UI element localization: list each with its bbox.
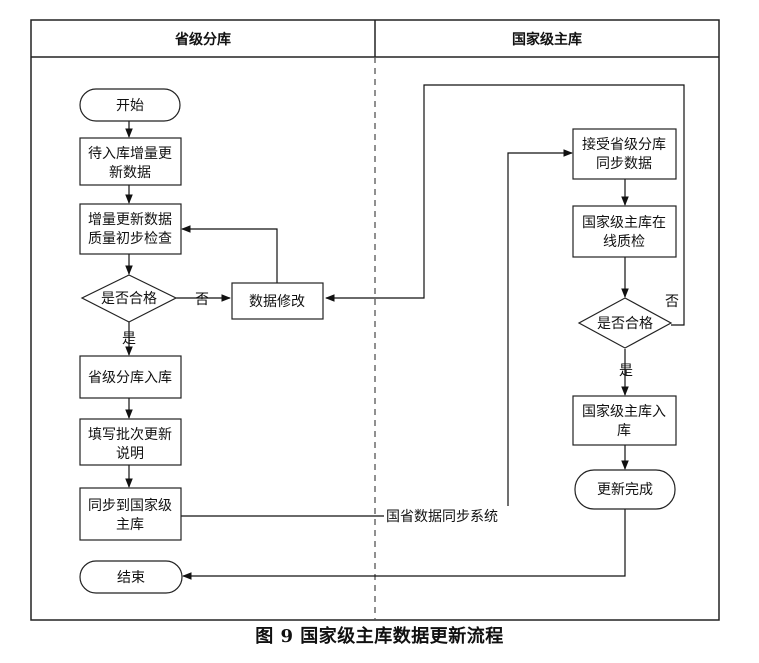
initial-check-label-1: 增量更新数据 bbox=[88, 212, 172, 228]
update-done-node: 更新完成 bbox=[574, 469, 676, 510]
receive-sync-node: 接受省级分库 同步数据 bbox=[572, 128, 677, 180]
figure-caption: 图 9 国家级主库数据更新流程 bbox=[255, 626, 504, 647]
swimlane-frame bbox=[30, 19, 720, 621]
initial-check-node: 增量更新数据 质量初步检查 bbox=[79, 203, 182, 255]
fill-note-node: 填写批次更新 说明 bbox=[79, 418, 182, 466]
no-left-label: 否 bbox=[195, 292, 209, 308]
store-national-node: 国家级主库入 库 bbox=[572, 395, 677, 446]
yes-right-label: 是 bbox=[619, 363, 633, 379]
receive-sync-label-2: 同步数据 bbox=[596, 156, 652, 172]
sync-system-label: 国省数据同步系统 bbox=[386, 509, 498, 525]
receive-sync-label-1: 接受省级分库 bbox=[582, 136, 666, 153]
wait-data-label-1: 待入库增量更 bbox=[88, 146, 172, 162]
sync-national-label-1: 同步到国家级 bbox=[88, 497, 172, 514]
sync-national-label-2: 主库 bbox=[116, 517, 144, 533]
start-node: 开始 bbox=[79, 88, 181, 122]
edge-decision-modify-return bbox=[325, 84, 685, 326]
no-right-label: 否 bbox=[665, 294, 679, 310]
fill-note-label-1: 填写批次更新 bbox=[88, 427, 172, 443]
end-label: 结束 bbox=[117, 570, 145, 586]
right-lane-header: 国家级主库 bbox=[512, 31, 582, 48]
qualified-left-label: 是否合格 bbox=[101, 291, 157, 307]
qualified-right-label: 是否合格 bbox=[597, 316, 653, 332]
store-left-node: 省级分库入库 bbox=[79, 355, 182, 399]
initial-check-label-2: 质量初步检查 bbox=[88, 230, 172, 247]
left-lane-header: 省级分库 bbox=[174, 31, 231, 48]
store-left-label: 省级分库入库 bbox=[88, 370, 172, 386]
update-done-label: 更新完成 bbox=[597, 482, 653, 498]
wait-data-label-2: 新数据 bbox=[109, 165, 151, 181]
online-check-node: 国家级主库在 线质检 bbox=[572, 205, 677, 258]
store-national-label-2: 库 bbox=[617, 423, 631, 439]
data-modify-node: 数据修改 bbox=[231, 282, 324, 320]
edges bbox=[125, 84, 685, 580]
store-national-label-1: 国家级主库入 bbox=[582, 403, 666, 420]
edge-sync-receive bbox=[181, 149, 573, 517]
qualified-right-decision: 是否合格 bbox=[577, 297, 673, 349]
data-modify-label: 数据修改 bbox=[249, 294, 305, 310]
yes-left-label: 是 bbox=[122, 331, 136, 347]
qualified-left-decision: 是否合格 bbox=[80, 274, 178, 323]
sync-national-node: 同步到国家级 主库 bbox=[79, 487, 182, 541]
edge-done-end bbox=[182, 509, 626, 580]
start-label: 开始 bbox=[116, 98, 144, 114]
end-node: 结束 bbox=[79, 560, 183, 594]
online-check-label-1: 国家级主库在 bbox=[582, 214, 666, 231]
fill-note-label-2: 说明 bbox=[116, 446, 144, 462]
wait-data-node: 待入库增量更 新数据 bbox=[79, 137, 182, 186]
edge-modify-check bbox=[181, 225, 278, 283]
online-check-label-2: 线质检 bbox=[603, 234, 645, 250]
